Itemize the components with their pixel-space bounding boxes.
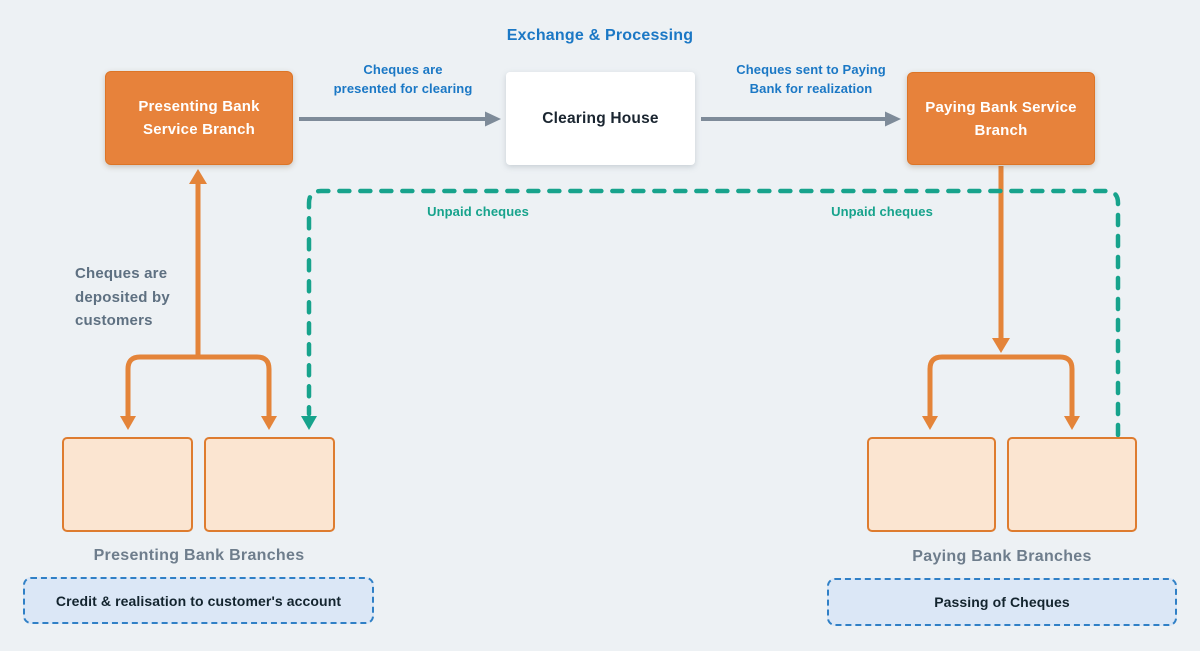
caption-presenting-bank-branches: Presenting Bank Branches [93,547,305,564]
label-unpaid-cheques-right: Unpaid cheques [831,204,933,219]
callout-text: Credit & realisation to customer's accou… [55,592,342,609]
label-line: Cheques are [363,62,443,77]
callout-passing-of-cheques: Passing of Cheques [827,578,1177,626]
label-line: Bank for realization [749,81,873,96]
node-clearing-house: Clearing House [506,72,695,165]
label-unpaid-cheques-left: Unpaid cheques [427,204,529,219]
callout-credit-realisation: Credit & realisation to customer's accou… [23,577,374,624]
presenting-branch-box-2 [204,437,335,532]
paying-branch-box-1 [867,437,996,532]
node-label-line: Presenting Bank [138,98,260,115]
node-label-line: Clearing House [542,110,659,127]
diagram-title: Exchange & Processing [506,27,694,44]
arrow-clearing-to-paying [701,111,901,127]
node-label-line: Branch [974,121,1028,139]
label-line: Cheques sent to Paying [736,62,886,77]
callout-text: Passing of Cheques [934,594,1070,610]
presenting-branch-box-1 [62,437,193,532]
node-presenting-bank-service-branch: Presenting Bank Service Branch [105,71,293,165]
arrow-presenting-to-clearing [299,111,501,127]
label-line: customers [75,312,153,329]
unpaid-cheques-path [301,188,1121,438]
label-cheques-deposited-by-customers: Cheques are deposited by customers [75,262,195,333]
paying-branch-box-2 [1007,437,1137,532]
node-paying-bank-service-branch: Paying Bank Service Branch [907,72,1095,165]
caption-paying-bank-branches: Paying Bank Branches [912,548,1092,565]
label-line: deposited by [75,288,170,306]
label-line: Cheques are [75,265,168,282]
label-cheques-presented-for-clearing: Cheques are presented for clearing [322,60,484,98]
node-label-line: Service Branch [142,121,256,138]
label-line: presented for clearing [333,81,473,96]
label-cheques-sent-for-realization: Cheques sent to Paying Bank for realizat… [729,60,893,98]
node-label-line: Paying Bank Service [925,98,1077,116]
